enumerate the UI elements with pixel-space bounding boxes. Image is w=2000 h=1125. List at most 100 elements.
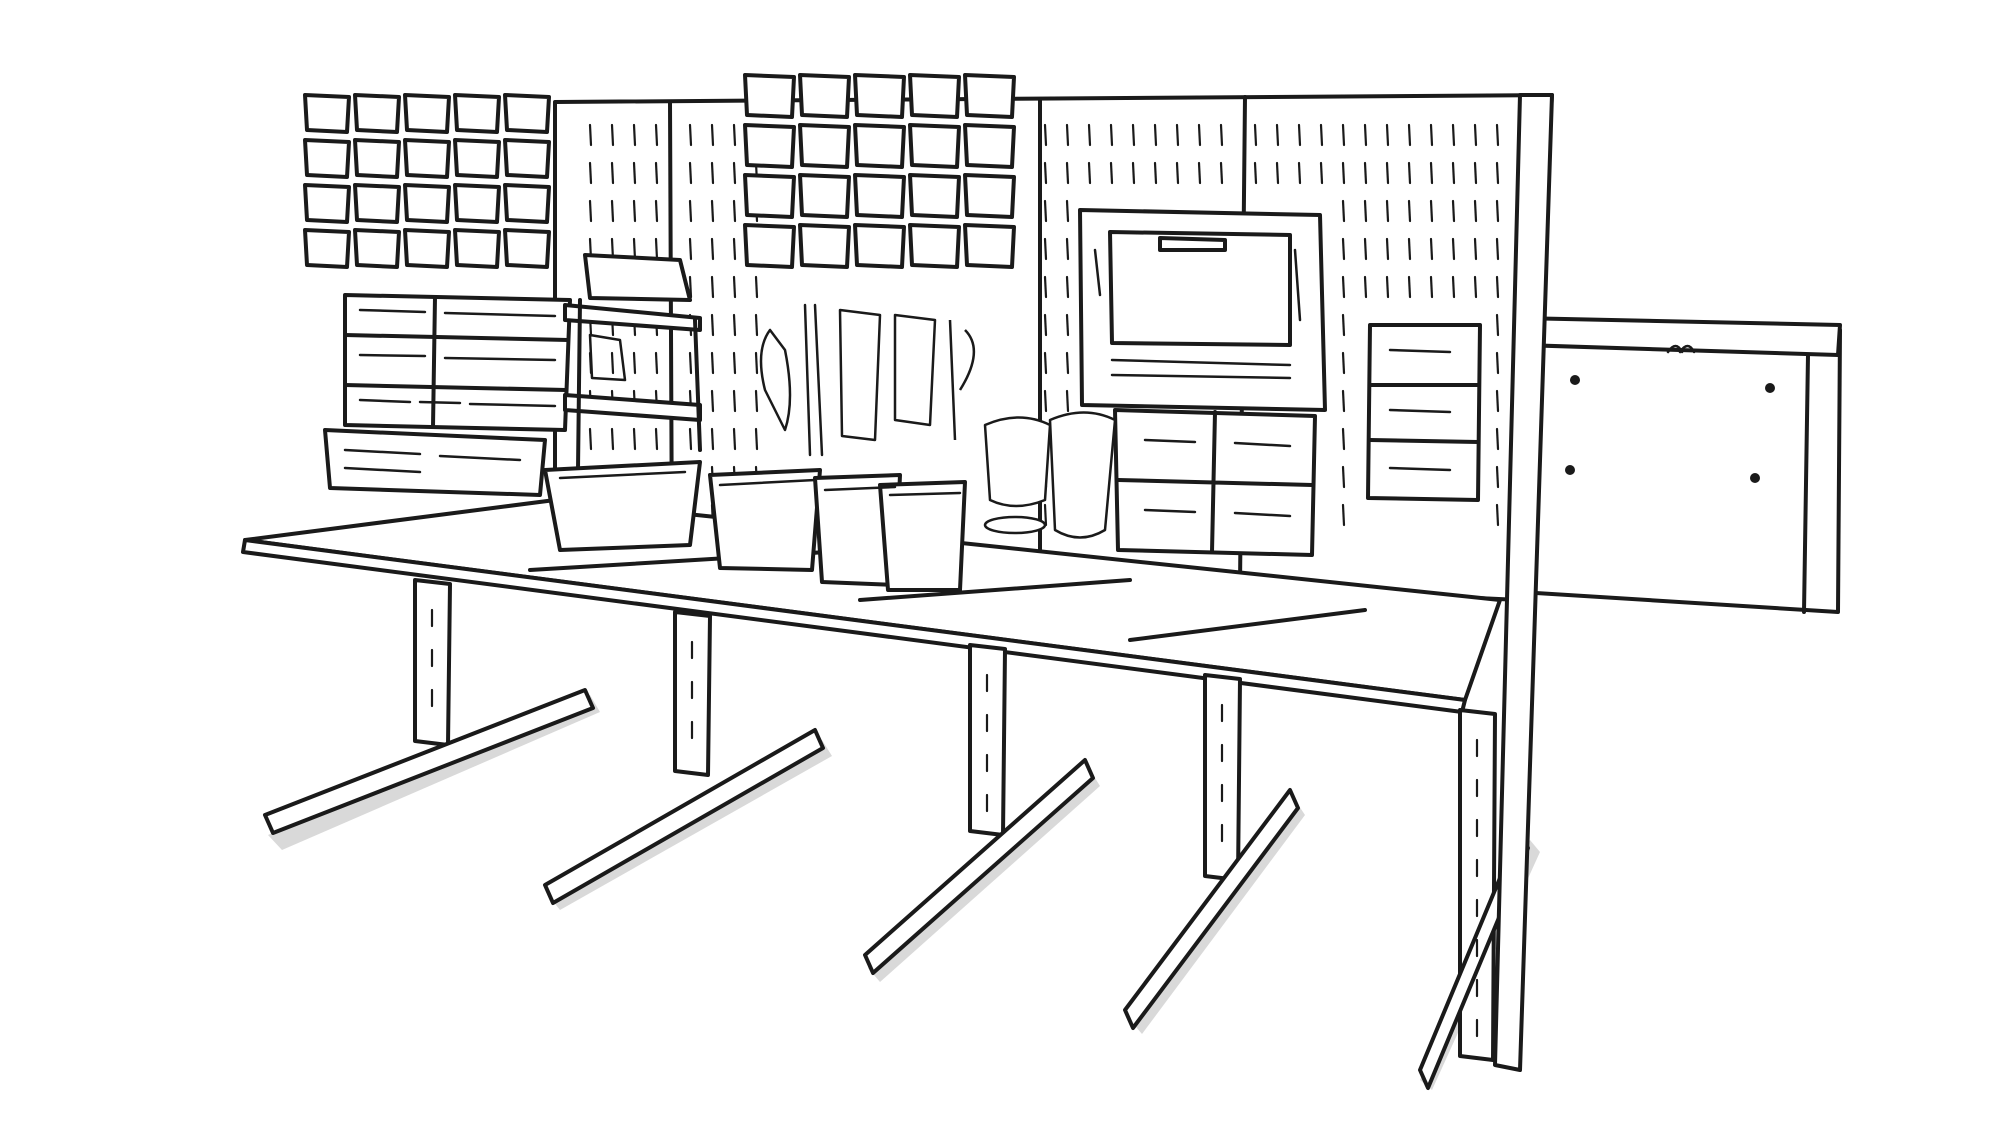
pegboard-slot: [1253, 123, 1258, 147]
pegboard-slot: [654, 161, 659, 185]
pegboard-slot: [1043, 389, 1048, 413]
pegboard-slot: [1043, 123, 1048, 147]
storage-bin: [853, 223, 906, 269]
storage-bin: [798, 223, 851, 269]
pegboard-slot: [710, 123, 715, 147]
pegboard-slot: [1341, 161, 1346, 185]
pegboard-slot: [1043, 199, 1048, 223]
storage-bin: [303, 228, 351, 269]
pegboard-slot: [1065, 389, 1070, 413]
storage-bin: [798, 123, 851, 169]
pegboard-slot: [1473, 275, 1478, 299]
storage-bin: [353, 93, 401, 134]
storage-bin: [303, 138, 351, 179]
storage-bin: [963, 123, 1016, 169]
storage-bin: [503, 138, 551, 179]
storage-bin: [853, 173, 906, 219]
pegboard-slot: [688, 275, 693, 299]
pegboard-slot: [732, 275, 737, 299]
pegboard-slot: [1341, 389, 1346, 413]
storage-bin: [453, 93, 501, 134]
pegboard-slot: [710, 161, 715, 185]
pegboard-slot: [754, 351, 759, 375]
pegboard-slot: [1495, 389, 1500, 413]
pegboard-slot: [1473, 123, 1478, 147]
pegboard-slot: [1341, 123, 1346, 147]
pegboard-slot: [1043, 503, 1048, 527]
pegboard-slot: [1043, 237, 1048, 261]
pegboard-slot: [710, 313, 715, 337]
bin-rack-top-center: [743, 73, 1016, 269]
pegboard-slot: [1363, 199, 1368, 223]
storage-bin: [353, 183, 401, 224]
storage-bin: [353, 228, 401, 269]
pegboard-slot: [1197, 123, 1202, 147]
pegboard-slot: [632, 161, 637, 185]
pegboard-slot: [710, 237, 715, 261]
pegboard-slot: [1341, 313, 1346, 337]
pegboard-slot: [588, 427, 593, 451]
pegboard-slot: [1043, 313, 1048, 337]
storage-tubs: [543, 460, 967, 592]
pegboard-slot: [1065, 161, 1070, 185]
bin-rack-top-left: [303, 93, 551, 269]
pegboard-slot: [1407, 199, 1412, 223]
storage-bin: [503, 228, 551, 269]
leg-foot: [863, 758, 1095, 975]
storage-bin: [908, 73, 961, 119]
pegboard-slot: [1363, 123, 1368, 147]
pegboard-slot: [1495, 313, 1500, 337]
storage-bin: [303, 93, 351, 134]
wire-shelf: [563, 253, 702, 472]
pegboard-slot: [1495, 427, 1500, 451]
pegboard-slot: [1429, 237, 1434, 261]
pegboard-slot: [1385, 199, 1390, 223]
pegboard-slot: [1429, 161, 1434, 185]
pegboard-slot: [1363, 275, 1368, 299]
storage-bin: [853, 123, 906, 169]
pegboard-slot: [1219, 123, 1224, 147]
pegboard-slot: [1197, 161, 1202, 185]
pegboard-slot: [1495, 161, 1500, 185]
pegboard-slot: [732, 161, 737, 185]
storage-bin: [453, 183, 501, 224]
upright-post: [1493, 93, 1554, 1072]
pegboard-slot: [1495, 351, 1500, 375]
storage-bin: [743, 73, 796, 119]
hanging-tools: [759, 303, 976, 457]
storage-bin: [963, 223, 1016, 269]
storage-bin: [743, 223, 796, 269]
pegboard-slot: [1109, 161, 1114, 185]
pegboard-slot: [1131, 161, 1136, 185]
pegboard-slot: [1065, 199, 1070, 223]
pegboard-slot: [1109, 123, 1114, 147]
pegboard-slot: [710, 275, 715, 299]
pegboard-slot: [688, 427, 693, 451]
pegboard-slot: [732, 313, 737, 337]
pegboard-slot: [1175, 161, 1180, 185]
pegboard-slot: [654, 237, 659, 261]
pegboard-slot: [688, 199, 693, 223]
storage-bin: [853, 73, 906, 119]
pegboard-slot: [710, 199, 715, 223]
pegboard-slot: [688, 161, 693, 185]
pegboard-slot: [1065, 351, 1070, 375]
pegboard-slot: [1319, 123, 1324, 147]
pegboard-slot: [1087, 161, 1092, 185]
pegboard-slot: [588, 123, 593, 147]
storage-bin: [403, 138, 451, 179]
storage-bin: [963, 173, 1016, 219]
storage-bin: [908, 123, 961, 169]
machine-cabinet: [1078, 208, 1327, 557]
pegboard-slot: [754, 313, 759, 337]
pegboard-slot: [1253, 161, 1258, 185]
storage-bin: [403, 93, 451, 134]
storage-bin: [503, 93, 551, 134]
storage-bin: [303, 183, 351, 224]
pegboard-slot: [710, 351, 715, 375]
pegboard-slot: [1219, 161, 1224, 185]
pegboard-slot: [1131, 123, 1136, 147]
pegboard-slot: [688, 351, 693, 375]
storage-bin: [453, 138, 501, 179]
pegboard-slot: [754, 389, 759, 413]
